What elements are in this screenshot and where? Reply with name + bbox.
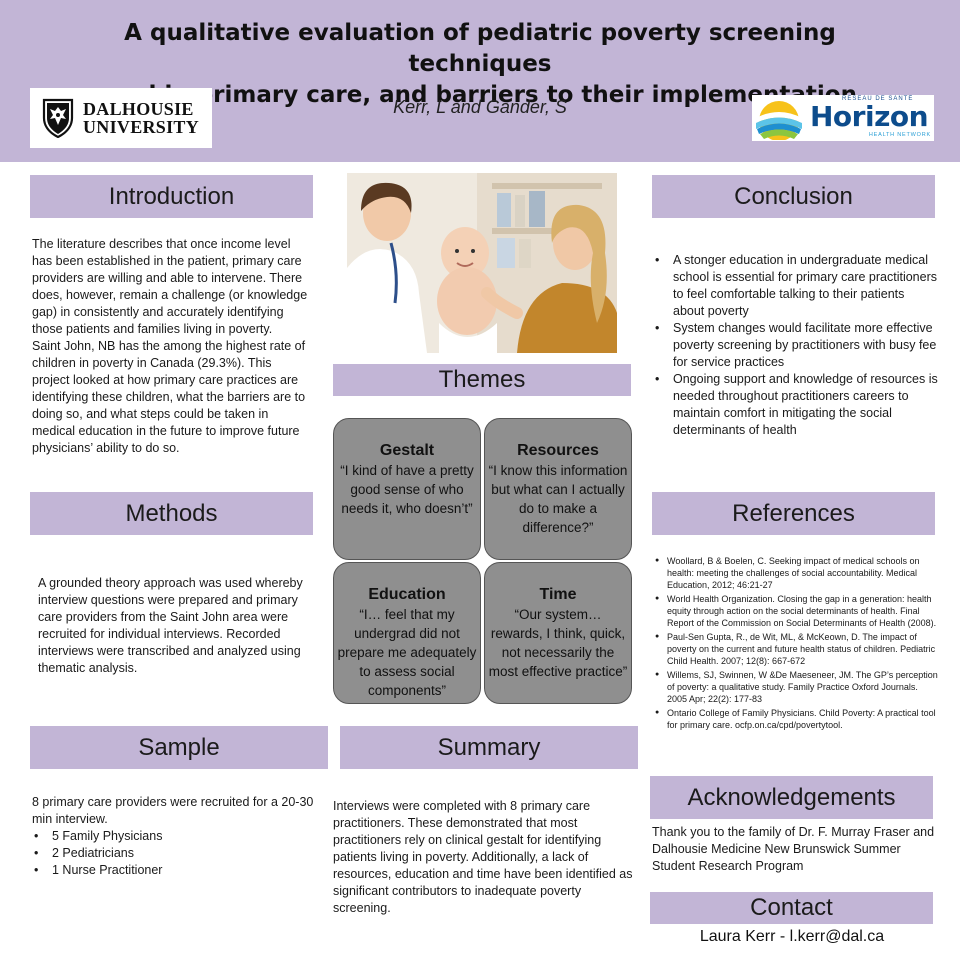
dal-logo-line-1: DALHOUSIE [83, 99, 194, 119]
introduction-paragraph-1: The literature describes that once incom… [32, 237, 308, 336]
theme-box-resources: Resources “I know this information but w… [484, 418, 632, 560]
summary-text: Interviews were completed with 8 primary… [333, 799, 633, 915]
theme-title: Resources [517, 442, 599, 459]
poster-title: A qualitative evaluation of pediatric po… [60, 18, 900, 111]
sample-item: 5 Family Physicians [32, 828, 322, 845]
dalhousie-shield-icon [42, 98, 74, 138]
introduction-text: The literature describes that once incom… [32, 236, 312, 457]
theme-quote: “I know this information but what can I … [488, 463, 628, 535]
horizon-sun-icon [756, 101, 802, 140]
theme-quote: “I kind of have a pretty good sense of w… [340, 463, 474, 516]
conclusion-list: A stonger education in undergraduate med… [653, 252, 938, 439]
poster-header: A qualitative evaluation of pediatric po… [0, 0, 960, 162]
theme-box-gestalt: Gestalt “I kind of have a pretty good se… [333, 418, 481, 560]
theme-title: Time [539, 586, 577, 603]
themes-heading: Themes [333, 364, 631, 396]
title-line-1: A qualitative evaluation of pediatric po… [124, 20, 836, 77]
reference-item: Ontario College of Family Physicians. Ch… [655, 707, 938, 731]
reference-item: World Health Organization. Closing the g… [655, 593, 938, 629]
horizon-wordmark: Horizon [810, 100, 929, 133]
theme-title: Education [368, 586, 446, 603]
authors: Kerr, L and Gander, S [393, 97, 567, 117]
conclusion-heading: Conclusion [652, 175, 935, 218]
doctor-baby-photo [347, 173, 617, 353]
conclusion-item: System changes would facilitate more eff… [653, 320, 938, 371]
conclusion-item: Ongoing support and knowledge of resourc… [653, 371, 938, 439]
sample-item: 2 Pediatricians [32, 845, 322, 862]
theme-quote: “Our system… rewards, I think, quick, no… [488, 607, 628, 679]
title-line-2: used in primary care, and barriers to th… [94, 82, 866, 108]
reference-item: Paul-Sen Gupta, R., de Wit, ML, & McKeow… [655, 631, 938, 667]
methods-text: A grounded theory approach was used wher… [38, 576, 303, 675]
sample-intro: 8 primary care providers were recruited … [32, 795, 314, 826]
dal-logo-line-2: UNIVERSITY [83, 117, 200, 137]
dalhousie-wordmark: DALHOUSIE UNIVERSITY [83, 100, 199, 136]
theme-title: Gestalt [379, 442, 435, 459]
introduction-heading: Introduction [30, 175, 313, 218]
sample-item: 1 Nurse Practitioner [32, 862, 322, 879]
horizon-top-text: RÉSEAU DE SANTÉ [842, 96, 914, 102]
methods-heading: Methods [30, 492, 313, 535]
reference-item: Willems, SJ, Swinnen, W &De Maeseneer, J… [655, 669, 938, 705]
acknowledgements-heading: Acknowledgements [650, 776, 933, 819]
sample-list: 5 Family Physicians 2 Pediatricians 1 Nu… [32, 828, 322, 879]
references-list: Woollard, B & Boelen, C. Seeking impact … [655, 555, 938, 733]
horizon-logo: RÉSEAU DE SANTÉ Horizon HEALTH NETWORK [752, 95, 934, 141]
theme-quote: “I… feel that my undergrad did not prepa… [337, 607, 477, 698]
theme-box-education: Education “I… feel that my undergrad did… [333, 562, 481, 704]
introduction-paragraph-2: Saint John, NB has the among the highest… [32, 339, 306, 455]
reference-item: Woollard, B & Boelen, C. Seeking impact … [655, 555, 938, 591]
contact-heading: Contact [650, 892, 933, 924]
summary-heading: Summary [340, 726, 638, 769]
references-heading: References [652, 492, 935, 535]
sample-heading: Sample [30, 726, 328, 769]
horizon-sub-text: HEALTH NETWORK [868, 132, 931, 138]
dalhousie-logo: DALHOUSIE UNIVERSITY [30, 88, 212, 148]
theme-box-time: Time “Our system… rewards, I think, quic… [484, 562, 632, 704]
clinic-photo-illustration [347, 173, 617, 353]
acknowledgements-text: Thank you to the family of Dr. F. Murray… [652, 825, 935, 873]
conclusion-item: A stonger education in undergraduate med… [653, 252, 938, 320]
sample-text: 8 primary care providers were recruited … [32, 794, 322, 879]
contact-email: Laura Kerr - l.kerr@dal.ca [699, 928, 885, 945]
